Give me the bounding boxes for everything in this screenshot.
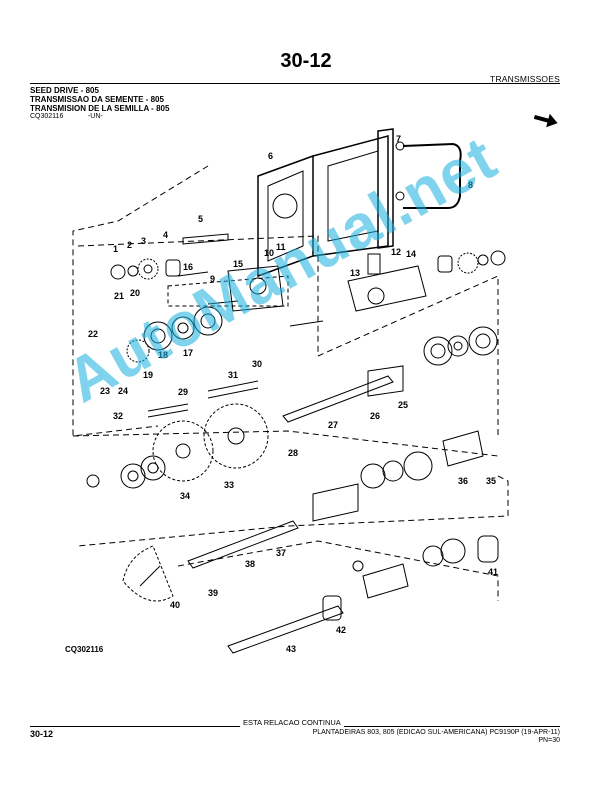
- callout-17: 17: [183, 348, 193, 358]
- callout-23: 23: [100, 386, 110, 396]
- callout-3: 3: [141, 236, 146, 246]
- callout-13: 13: [350, 268, 360, 278]
- footer-book-line: PLANTADEIRAS 803, 805 (EDICAO SUL-AMERIC…: [312, 729, 560, 736]
- callout-32: 32: [113, 411, 123, 421]
- callout-28: 28: [288, 448, 298, 458]
- title-spanish: TRANSMISION DE LA SEMILLA - 805: [30, 104, 170, 113]
- callout-14: 14: [406, 249, 416, 259]
- diagram-caption: CQ302116: [65, 645, 104, 654]
- seed-drive-exploded-diagram: 1 2 3 4 5 6 7 8 9 10 11 12 13 14 15 16 1…: [72, 128, 509, 654]
- callout-20: 20: [130, 288, 140, 298]
- callout-26: 26: [370, 411, 380, 421]
- callout-38: 38: [245, 559, 255, 569]
- callout-6: 6: [268, 151, 273, 161]
- continue-note: ESTA RELACAO CONTINUA: [240, 718, 344, 727]
- callout-18: 18: [158, 350, 168, 360]
- callout-42: 42: [336, 625, 346, 635]
- footer-pn-line: PN=30: [538, 737, 560, 744]
- figure-code: CQ302116: [30, 113, 64, 120]
- callout-15: 15: [233, 259, 243, 269]
- callout-19: 19: [143, 370, 153, 380]
- page-number: 30-12: [280, 50, 332, 72]
- callout-1: 1: [113, 244, 118, 254]
- callout-43: 43: [286, 644, 296, 654]
- callout-8: 8: [468, 180, 473, 190]
- callout-7: 7: [396, 134, 401, 144]
- callout-37: 37: [276, 548, 286, 558]
- title-block: SEED DRIVE - 805 TRANSMISSAO DA SEMENTE …: [30, 86, 169, 113]
- callout-22: 22: [88, 329, 98, 339]
- section-name: TRANSMISSOES: [490, 74, 560, 84]
- figure-suffix: -UN-: [87, 113, 103, 120]
- callout-31: 31: [228, 370, 238, 380]
- callout-24: 24: [118, 386, 128, 396]
- callout-39: 39: [208, 588, 218, 598]
- callout-30: 30: [252, 359, 262, 369]
- callout-40: 40: [170, 600, 180, 610]
- callout-16: 16: [183, 262, 193, 272]
- callout-29: 29: [178, 387, 188, 397]
- callout-2: 2: [127, 240, 132, 250]
- footer-book-info: PLANTADEIRAS 803, 805 (EDICAO SUL-AMERIC…: [313, 729, 560, 745]
- figure-reference: CQ302116 -UN-: [30, 113, 103, 120]
- title-portuguese: TRANSMISSAO DA SEMENTE - 805: [30, 95, 164, 104]
- header-rule: [30, 83, 560, 84]
- footer-page-number: 30-12: [30, 729, 54, 739]
- callout-41: 41: [488, 567, 498, 577]
- callout-25: 25: [398, 400, 408, 410]
- callout-9: 9: [210, 274, 215, 284]
- callout-35: 35: [486, 476, 496, 486]
- callout-5: 5: [198, 214, 203, 224]
- callout-21: 21: [114, 291, 124, 301]
- arrow-right-icon: [533, 113, 558, 128]
- callout-4: 4: [163, 230, 168, 240]
- callout-10: 10: [264, 248, 274, 258]
- callout-33: 33: [224, 480, 234, 490]
- callout-34: 34: [180, 491, 190, 501]
- callout-27: 27: [328, 420, 338, 430]
- callout-12: 12: [391, 247, 401, 257]
- callout-11: 11: [276, 242, 286, 252]
- title-english: SEED DRIVE - 805: [30, 86, 99, 95]
- callout-36: 36: [458, 476, 468, 486]
